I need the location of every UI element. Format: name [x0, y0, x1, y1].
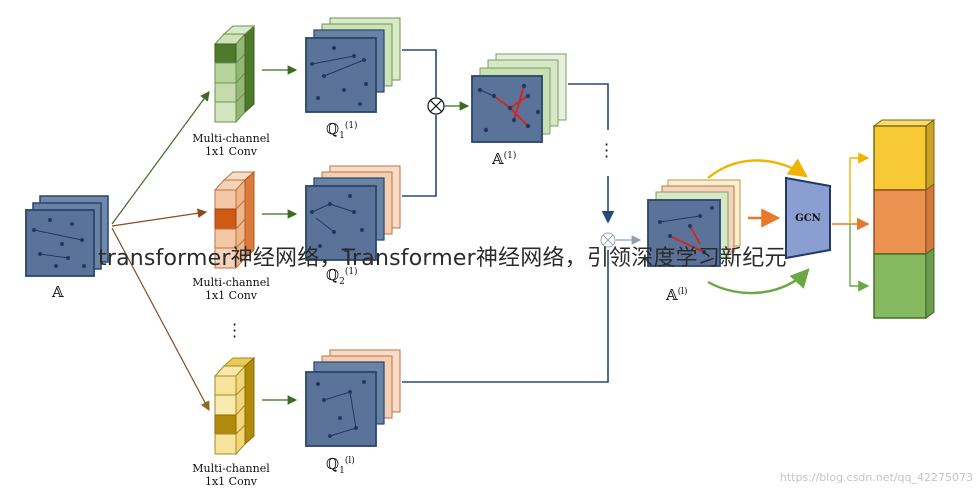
q2-label: ℚ2(1) [326, 266, 358, 287]
q2-graph-stack [305, 165, 401, 261]
connector-a1-down [568, 83, 609, 130]
arrow-yellow-skip [707, 158, 808, 179]
al-graph-stack [647, 179, 741, 267]
gcn-block [785, 176, 831, 260]
arrow-to-output-yellow [849, 152, 870, 224]
a1-label: 𝔸(1) [492, 150, 516, 168]
connector-q2-to-mult [402, 115, 437, 197]
arrow-to-output-green [849, 224, 870, 292]
a1-sup: (1) [503, 151, 517, 161]
ql-base: ℚ [326, 455, 340, 473]
q2-base: ℚ [326, 266, 340, 284]
connector-q1-to-mult [402, 49, 437, 97]
arrow-to-conv-top [111, 91, 210, 225]
a1-base: 𝔸 [492, 150, 504, 168]
conv-bot-caption-line2: 1x1 Conv [204, 475, 258, 488]
vertical-ellipsis-right: ··· [604, 135, 610, 166]
arrow-to-conv-bot [111, 227, 210, 412]
ql-sub: 1 [339, 466, 345, 476]
q1-graph-stack [305, 17, 401, 113]
input-graph-front [25, 209, 95, 277]
input-label: 𝔸 [52, 283, 64, 301]
output-segment-green [873, 253, 927, 319]
al-base: 𝔸 [666, 286, 678, 304]
overlay-title-text: transformer神经网络，Transformer神经网络，引领深度学习新纪… [98, 246, 787, 271]
conv-block-yellow [213, 356, 256, 456]
conv-top-caption: Multi-channel 1x1 Conv [188, 132, 274, 158]
multiply-operator [427, 97, 445, 115]
conv-bot-caption: Multi-channel 1x1 Conv [188, 462, 274, 488]
watermark-url: https://blog.csdn.net/qq_42275073 [779, 471, 973, 484]
q1-sup: (1) [344, 121, 358, 131]
conv-mid-caption-line1: Multi-channel [192, 276, 270, 289]
input-graph-stack [25, 195, 109, 277]
a1-graph-stack [471, 53, 567, 143]
q1-label: ℚ1(1) [326, 120, 358, 141]
conv-bot-caption-line1: Multi-channel [192, 462, 270, 475]
output-segment-orange [873, 189, 927, 255]
ql-sup: (l) [344, 456, 355, 466]
conv-top-caption-line2: 1x1 Conv [204, 145, 258, 158]
connector-ql-to-mult2 [402, 250, 609, 383]
multiply-operator-2 [600, 232, 616, 248]
output-stack [872, 119, 936, 319]
ql-graph-stack [305, 349, 401, 447]
q2-sup: (1) [344, 267, 358, 277]
output-segment-yellow [873, 125, 927, 191]
q1-base: ℚ [326, 120, 340, 138]
vertical-ellipsis-conv: ··· [232, 315, 238, 346]
conv-mid-caption: Multi-channel 1x1 Conv [188, 276, 274, 302]
q2-sub: 2 [339, 277, 345, 287]
ql-label: ℚ1(l) [326, 455, 355, 476]
conv-top-caption-line1: Multi-channel [192, 132, 270, 145]
arrow-green-skip [707, 268, 810, 295]
conv-mid-caption-line2: 1x1 Conv [204, 289, 258, 302]
conv-block-green [213, 24, 256, 124]
al-sup: (l) [677, 287, 688, 297]
al-label: 𝔸(l) [666, 286, 688, 304]
arrow-to-conv-mid [111, 208, 208, 227]
conv-block-orange [213, 170, 256, 270]
q1-sub: 1 [339, 131, 345, 141]
gcn-label: GCN [795, 213, 821, 224]
